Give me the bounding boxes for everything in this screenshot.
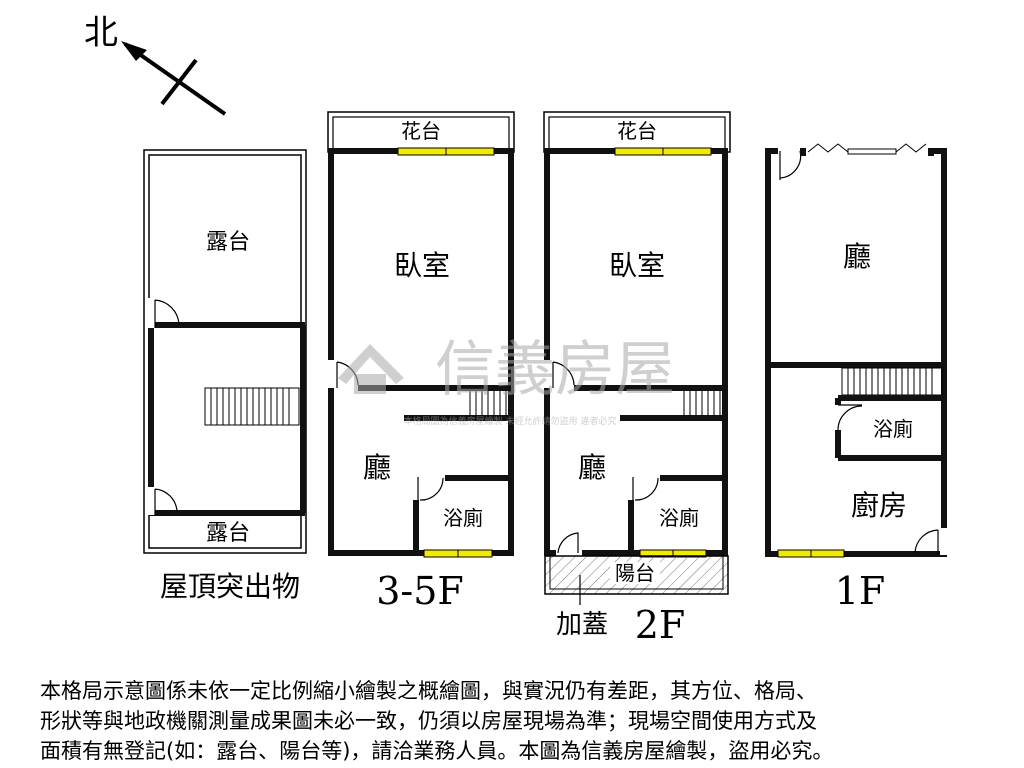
room-label-living: 廳 [363, 451, 391, 484]
room-label-terrace: 露台 [206, 521, 250, 546]
room-label-bedroom: 臥室 [609, 249, 665, 282]
door-icon [552, 361, 575, 388]
floor-plan-drawing: 北 露台 露台 屋頂突出物 [84, 13, 948, 647]
floor-title: 1F [835, 569, 886, 613]
floor-title: 2F [635, 603, 686, 647]
room-label-bedroom: 臥室 [394, 249, 450, 282]
door-icon [417, 477, 444, 501]
staircase [204, 387, 300, 426]
room-label-living: 廳 [578, 451, 606, 484]
watermark-brand: 信義房屋 [435, 335, 675, 405]
room-label-living: 廳 [843, 240, 871, 273]
room-label-planter: 花台 [617, 119, 657, 143]
disclaimer-line: 面積有無登記(如：露台、陽台等)，請洽業務人員。本圖為信義房屋繪製，盜用必究。 [40, 739, 834, 763]
room-label-planter: 花台 [401, 119, 441, 143]
staircase [469, 391, 507, 416]
room-label-balcony: 陽台 [615, 561, 655, 585]
disclaimer-line: 本格局示意圖係未依一定比例縮小繪製之概繪圖，與實況仍有差距，其方位、格局、 [40, 679, 817, 703]
room-label-terrace: 露台 [206, 230, 250, 255]
staircase [683, 391, 721, 416]
compass-label: 北 [84, 13, 118, 53]
floor-roof: 露台 露台 [143, 149, 307, 554]
room-label-bathroom: 浴廁 [659, 506, 699, 530]
floor-1f: 廳 浴廁 廚房 [765, 143, 948, 558]
north-arrow-icon [121, 41, 227, 116]
floor-title: 3-5F [376, 569, 464, 613]
door-icon [557, 532, 579, 554]
door-icon [837, 404, 863, 431]
door-icon [914, 529, 939, 554]
floor-3-5f: 花台 臥室 廳 浴廁 [327, 111, 515, 558]
door-icon [632, 477, 659, 501]
watermark-note: 本格局圖為信義房屋繪製 未經允許請勿盜用 違者必究 [404, 415, 617, 427]
door-icon [154, 299, 180, 328]
room-label-bathroom: 浴廁 [443, 506, 483, 530]
folding-door-icon [807, 143, 927, 153]
disclaimer-line: 形狀等與地政機關測量成果圖未必一致，仍須以房屋現場為準；現場空間使用方式及 [40, 709, 817, 733]
addition-note: 加蓋 [556, 610, 608, 640]
staircase [841, 367, 943, 396]
room-label-kitchen: 廚房 [851, 489, 907, 522]
room-label-bathroom: 浴廁 [873, 417, 913, 441]
disclaimer: 本格局示意圖係未依一定比例縮小繪製之概繪圖，與實況仍有差距，其方位、格局、 形狀… [40, 676, 1000, 766]
door-icon [154, 488, 178, 515]
floor-title: 屋頂突出物 [160, 570, 300, 603]
house-logo-icon [338, 344, 404, 394]
floor-2f: 花台 臥室 廳 浴廁 陽台 [543, 111, 731, 605]
watermark: 信義房屋 本格局圖為信義房屋繪製 未經允許請勿盜用 違者必究 [338, 335, 675, 427]
